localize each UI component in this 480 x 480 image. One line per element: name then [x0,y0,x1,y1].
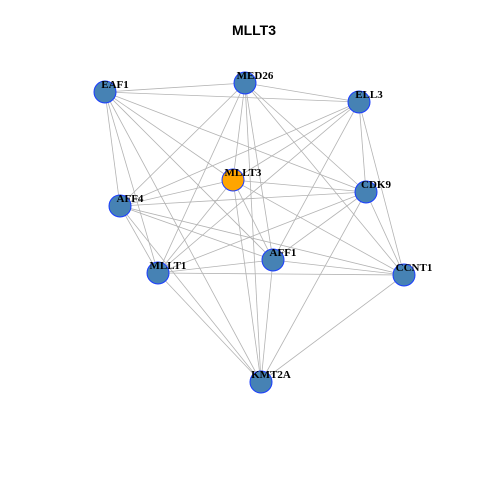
node-layer [93,71,416,394]
node-label-mllt1: MLLT1 [150,260,187,272]
edge-cdk9-mllt1 [157,191,367,274]
node-label-ccnt1: CCNT1 [396,262,433,274]
edge-mllt3-aff4 [119,179,234,207]
node-aff1[interactable] [261,248,285,272]
edge-eaf1-aff4 [104,91,121,207]
edge-eaf1-mllt3 [104,91,234,181]
node-label-med26: MED26 [237,70,274,82]
edge-layer [104,82,405,383]
edge-med26-ell3 [244,82,360,103]
edge-ell3-ccnt1 [358,101,405,276]
edge-aff4-mllt1 [119,205,159,274]
edge-ell3-aff4 [119,101,360,207]
node-label-aff1: AFF1 [270,247,297,259]
node-cdk9[interactable] [354,180,378,204]
edge-mllt3-ccnt1 [232,179,405,276]
edge-ell3-cdk9 [358,101,367,193]
edge-eaf1-ell3 [104,91,360,103]
edge-cdk9-kmt2a [260,191,367,383]
node-label-eaf1: EAF1 [101,79,129,91]
edge-eaf1-kmt2a [104,91,262,383]
edge-med26-aff1 [244,82,274,261]
edge-eaf1-cdk9 [104,91,367,193]
edge-aff4-aff1 [119,205,274,261]
node-label-mllt3: MLLT3 [225,167,262,179]
edge-ccnt1-kmt2a [260,274,405,383]
edge-mllt3-kmt2a [232,179,262,383]
edge-ell3-mllt3 [232,101,360,181]
edge-mllt1-ccnt1 [157,272,405,276]
edge-cdk9-ccnt1 [365,191,405,276]
edge-med26-cdk9 [244,82,367,193]
node-mllt1[interactable] [146,261,170,285]
graph-title: MLLT3 [232,22,276,38]
node-label-kmt2a: KMT2A [251,369,291,381]
edge-ell3-aff1 [272,101,360,261]
edge-aff1-kmt2a [260,259,274,383]
edge-cdk9-aff1 [272,191,367,261]
edge-aff1-ccnt1 [272,259,405,276]
node-mllt3[interactable] [221,168,245,192]
edge-mllt1-kmt2a [157,272,262,383]
node-ell3[interactable] [347,90,371,114]
edge-ell3-mllt1 [157,101,360,274]
node-ccnt1[interactable] [392,263,416,287]
edge-med26-mllt3 [232,82,246,181]
edge-aff1-mllt1 [157,259,274,274]
node-aff4[interactable] [108,194,132,218]
edge-med26-ccnt1 [244,82,405,276]
edge-mllt3-cdk9 [232,179,367,193]
node-med26[interactable] [233,71,257,95]
edge-med26-kmt2a [244,82,262,383]
node-label-aff4: AFF4 [117,193,144,205]
edge-eaf1-med26 [104,82,246,93]
edge-aff4-kmt2a [119,205,262,383]
edge-aff4-ccnt1 [119,205,405,276]
edge-mllt3-mllt1 [157,179,234,274]
edge-cdk9-aff4 [119,191,367,207]
edge-eaf1-mllt1 [104,91,159,274]
node-eaf1[interactable] [93,80,117,104]
edge-med26-mllt1 [157,82,246,274]
edge-med26-aff4 [119,82,246,207]
node-label-cdk9: CDK9 [361,179,391,191]
node-kmt2a[interactable] [249,370,273,394]
edge-mllt3-aff1 [232,179,274,261]
node-label-ell3: ELL3 [355,89,383,101]
